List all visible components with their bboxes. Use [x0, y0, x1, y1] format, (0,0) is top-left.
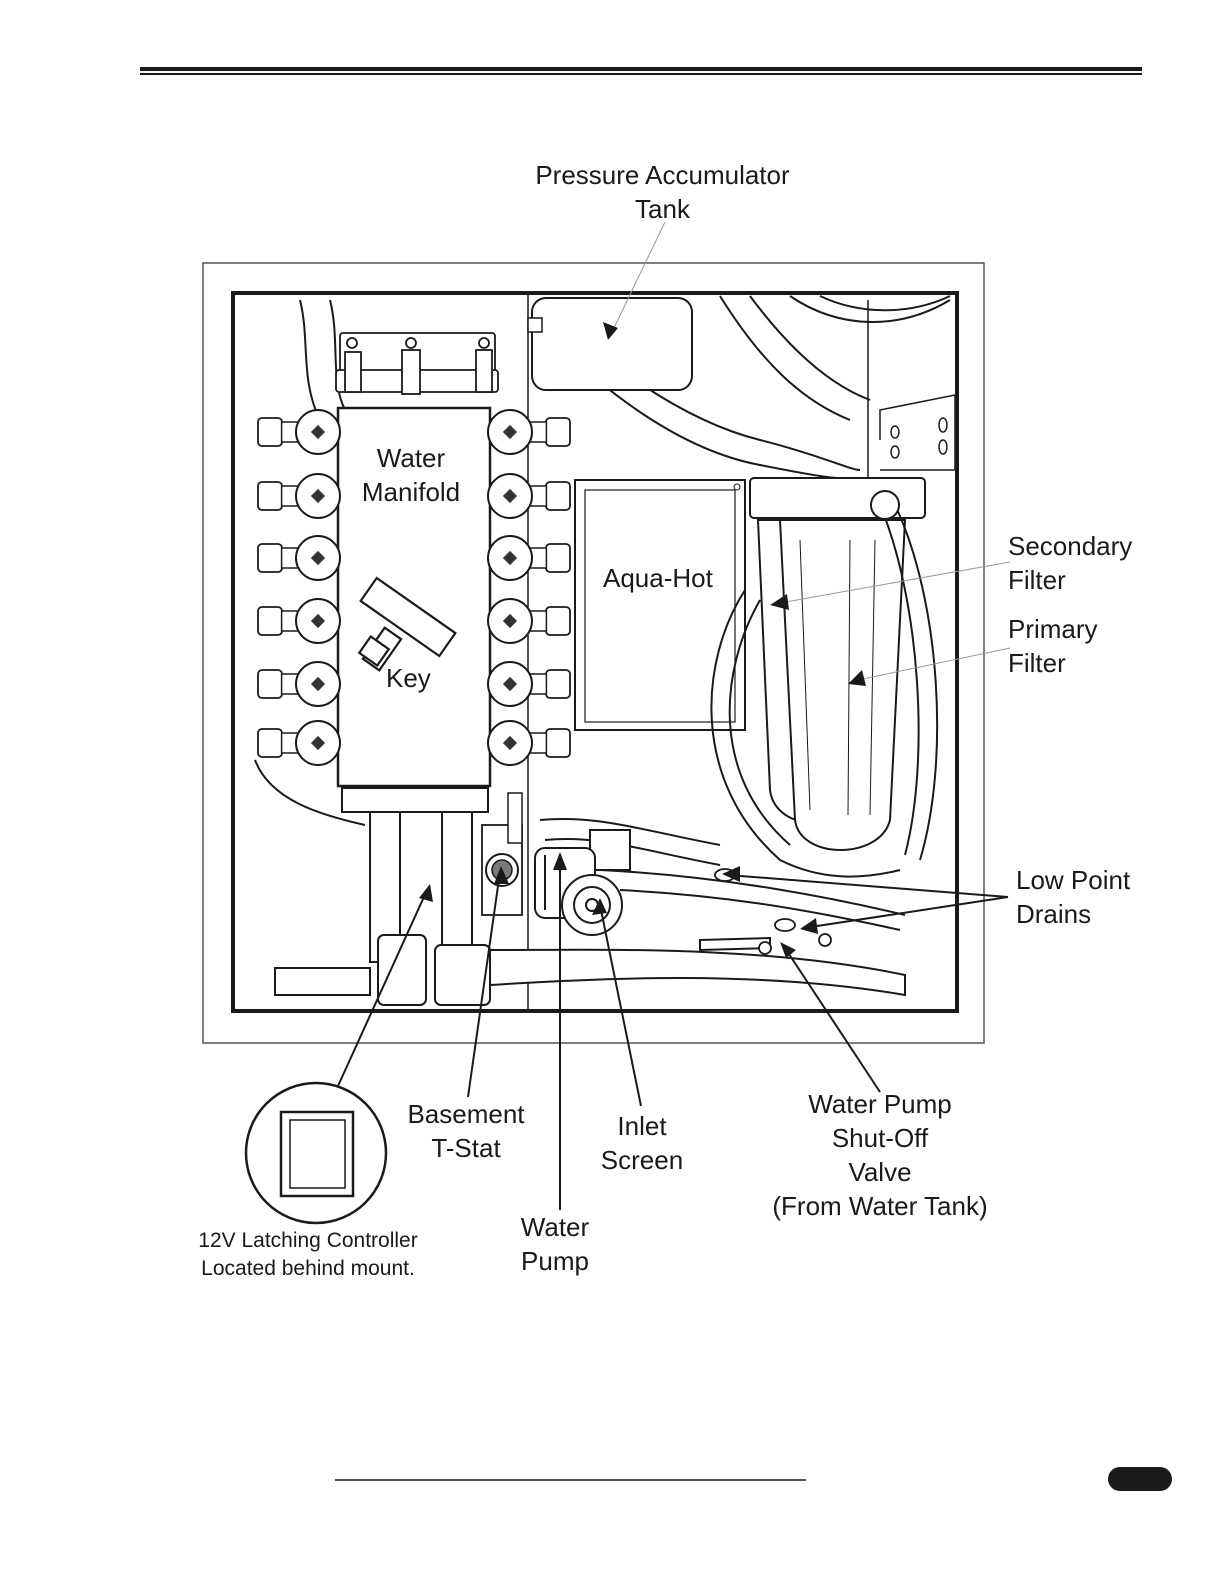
manifold-valve	[258, 474, 340, 518]
label-line: Located behind mount.	[178, 1255, 438, 1283]
label-pressure-accumulator-tank: Pressure Accumulator Tank	[520, 158, 805, 226]
manifold-valves-right	[488, 410, 570, 765]
label-line: Screen	[582, 1143, 702, 1177]
label-line: T-Stat	[396, 1131, 536, 1165]
label-secondary-filter: Secondary Filter	[1008, 529, 1132, 597]
manifold-valve	[258, 410, 340, 454]
label-line: Water	[340, 441, 482, 475]
manifold-valve	[258, 599, 340, 643]
manifold-valve	[488, 410, 570, 454]
page-tab	[1108, 1467, 1172, 1491]
label-water-pump-shutoff-valve: Water Pump Shut-Off Valve (From Water Ta…	[755, 1087, 1005, 1223]
label-aqua-hot: Aqua-Hot	[603, 561, 713, 595]
label-line: Manifold	[340, 475, 482, 509]
label-line: (From Water Tank)	[755, 1189, 1005, 1223]
manifold-top-fittings	[336, 333, 498, 394]
inlet-screen	[562, 875, 622, 935]
label-line: Pump	[500, 1244, 610, 1278]
label-line: Aqua-Hot	[603, 561, 713, 595]
manifold-valve	[488, 662, 570, 706]
manifold-valve	[488, 721, 570, 765]
label-line: Low Point	[1016, 863, 1130, 897]
label-inlet-screen: Inlet Screen	[582, 1109, 702, 1177]
label-line: Secondary	[1008, 529, 1132, 563]
label-primary-filter: Primary Filter	[1008, 612, 1098, 680]
manifold-valve	[488, 599, 570, 643]
header-rule	[140, 67, 1142, 75]
label-line: Primary	[1008, 612, 1098, 646]
label-line: Pressure Accumulator	[520, 158, 805, 192]
label-line: Shut-Off	[755, 1121, 1005, 1155]
pressure-accumulator-tank	[532, 298, 692, 390]
label-line: Filter	[1008, 646, 1098, 680]
label-line: Valve	[755, 1155, 1005, 1189]
mounting-bracket	[868, 300, 955, 478]
label-line: Water	[500, 1210, 610, 1244]
manifold-valve	[258, 536, 340, 580]
label-water-manifold: Water Manifold	[340, 441, 482, 509]
label-line: Inlet	[582, 1109, 702, 1143]
filter-housings	[750, 478, 925, 850]
label-latching-controller: 12V Latching Controller Located behind m…	[178, 1227, 438, 1283]
manifold-valves-left	[258, 410, 340, 765]
manifold-valve	[258, 662, 340, 706]
label-key: Key	[386, 661, 431, 695]
label-low-point-drains: Low Point Drains	[1016, 863, 1130, 931]
label-line: 12V Latching Controller	[178, 1227, 438, 1255]
label-line: Drains	[1016, 897, 1130, 931]
label-line: Tank	[520, 192, 805, 226]
label-water-pump: Water Pump	[500, 1210, 610, 1278]
label-line: Basement	[396, 1097, 536, 1131]
label-line: Key	[386, 661, 431, 695]
manifold-valve	[258, 721, 340, 765]
manifold-valve	[488, 474, 570, 518]
aqua-hot-unit	[575, 480, 745, 730]
label-line: Filter	[1008, 563, 1132, 597]
manifold-valve	[488, 536, 570, 580]
controller-inset	[246, 1083, 386, 1223]
label-basement-tstat: Basement T-Stat	[396, 1097, 536, 1165]
label-line: Water Pump	[755, 1087, 1005, 1121]
